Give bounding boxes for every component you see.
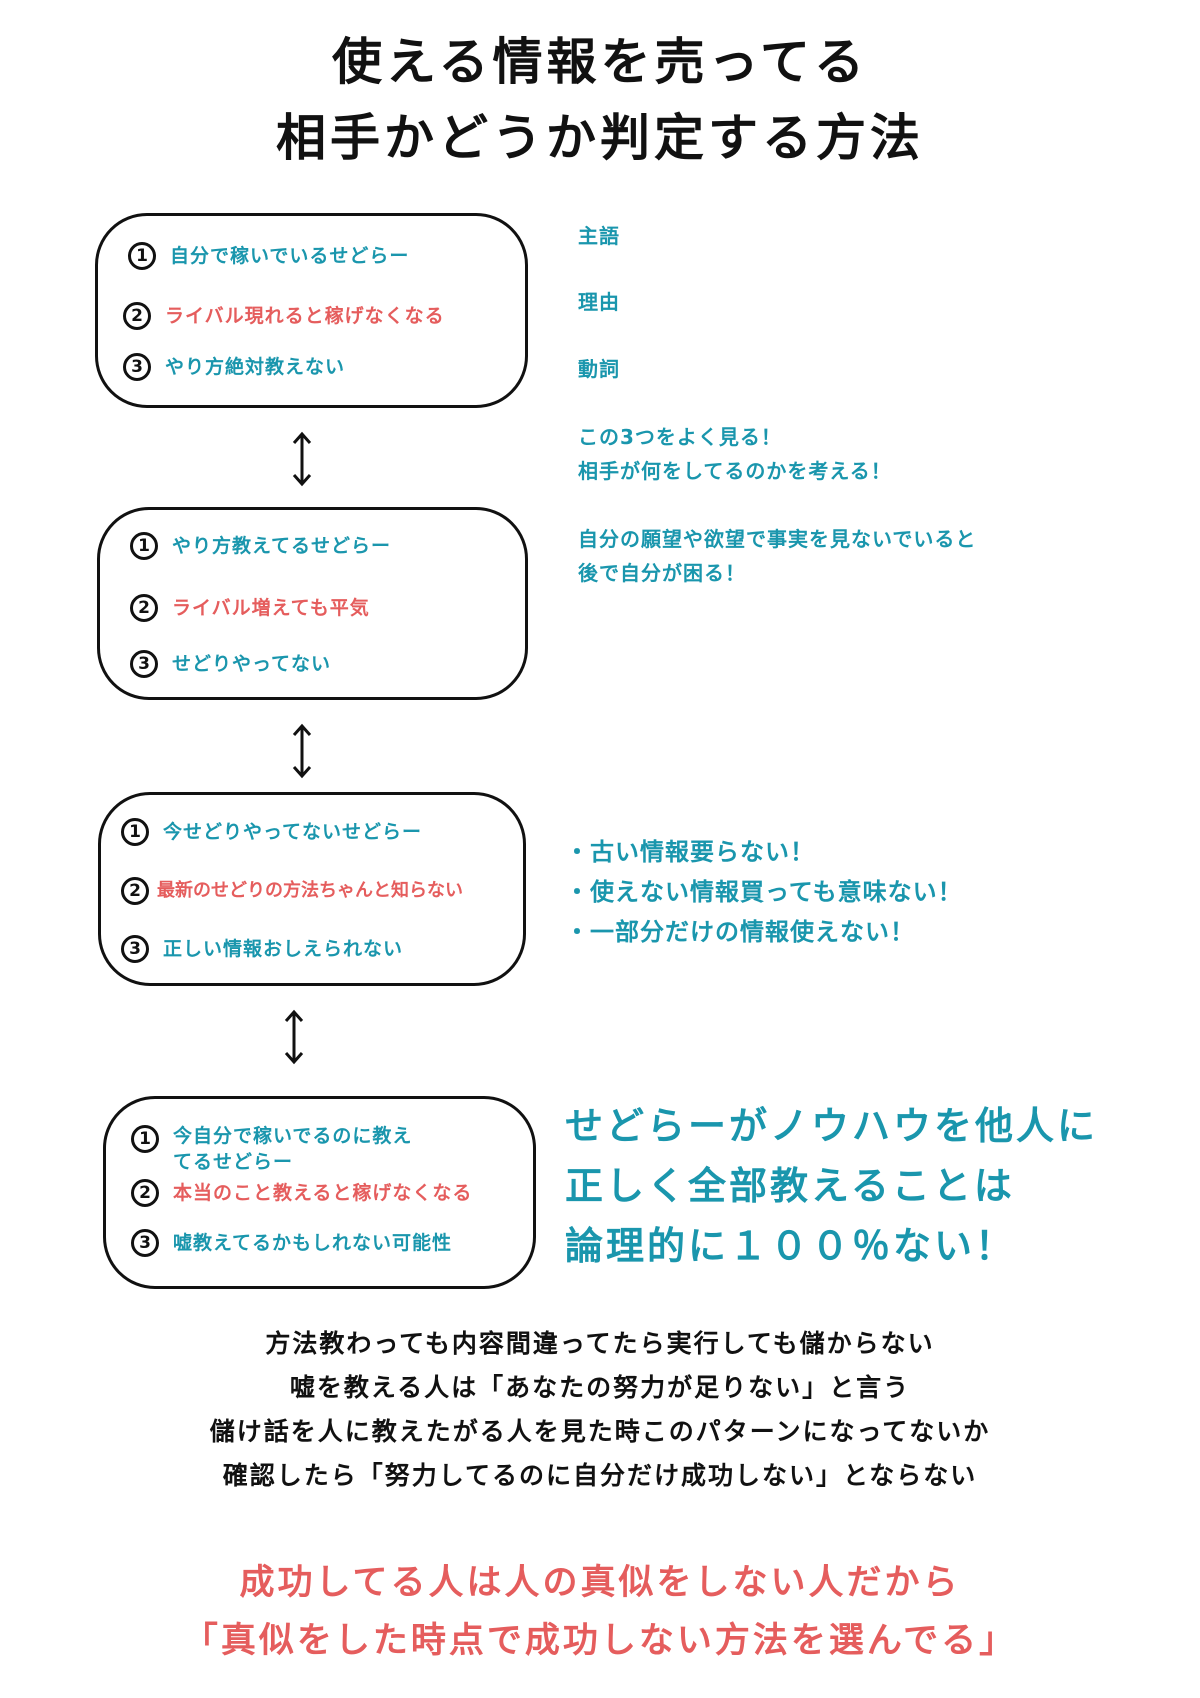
box4-item-3: 3 嘘教えてるかもしれない可能性 xyxy=(131,1229,452,1257)
box2-verb-text: せどりやってない xyxy=(172,653,332,675)
paragraph-line: 確認したら「努力してるのに自分だけ成功しない」とならない xyxy=(222,1461,978,1490)
box4-verb-text: 嘘教えてるかもしれない可能性 xyxy=(173,1232,453,1254)
page-title-line2: 相手かどうか判定する方法 xyxy=(276,109,924,167)
box3-item-3: 3 正しい情報おしえられない xyxy=(121,935,403,963)
number-1-icon: 1 xyxy=(128,242,156,270)
box4-subject-line1: 今自分で稼いでるのに教え xyxy=(173,1125,413,1147)
number-2-icon: 2 xyxy=(130,594,158,622)
number-3-icon: 3 xyxy=(131,1229,159,1257)
number-2-icon: 2 xyxy=(123,302,151,330)
double-arrow-icon xyxy=(292,723,312,779)
big-statement-line1: せどらーがノウハウを他人に xyxy=(565,1104,1099,1148)
box3-item-1: 1 今せどりやってないせどらー xyxy=(121,818,422,846)
conclusion-line1: 成功してる人は人の真似をしない人だから xyxy=(239,1563,961,1603)
note-wish-line2: 後で自分が困る！ xyxy=(578,561,746,585)
box3-item-2: 2 最新のせどりの方法ちゃんと知らない xyxy=(121,877,463,905)
box1-item-2: 2 ライバル現れると稼げなくなる xyxy=(123,302,445,330)
box2-subject-text: やり方教えてるせどらー xyxy=(172,535,392,557)
comparison-box-3: 1 今せどりやってないせどらー 2 最新のせどりの方法ちゃんと知らない 3 正し… xyxy=(98,792,526,986)
big-statement-line3: 論理的に１００％ない！ xyxy=(565,1224,1017,1268)
number-2-icon: 2 xyxy=(131,1179,159,1207)
note-look-line2: 相手が何をしてるのかを考える！ xyxy=(578,459,892,483)
box1-item-1: 1 自分で稼いでいるせどらー xyxy=(128,242,409,270)
number-3-icon: 3 xyxy=(121,935,149,963)
legend-verb: 動詞 xyxy=(578,357,620,381)
legend-subject: 主語 xyxy=(578,224,620,248)
comparison-box-4: 1 今自分で稼いでるのに教え てるせどらー 2 本当のこと教えると稼げなくなる … xyxy=(103,1096,536,1289)
box1-verb-text: やり方絶対教えない xyxy=(165,356,346,378)
box4-subject-line2: てるせどらー xyxy=(173,1151,294,1173)
number-1-icon: 1 xyxy=(130,532,158,560)
note-look-line1: この3つをよく見る！ xyxy=(578,425,782,449)
paragraph-line: 方法教わっても内容間違ってたら実行しても儲からない xyxy=(265,1329,935,1358)
box2-item-2: 2 ライバル増えても平気 xyxy=(130,594,370,622)
bullet-item: ・一部分だけの情報使えない！ xyxy=(565,918,915,946)
comparison-box-2: 1 やり方教えてるせどらー 2 ライバル増えても平気 3 せどりやってない xyxy=(97,507,528,700)
box2-reason-text: ライバル増えても平気 xyxy=(172,597,370,619)
paragraph-line: 儲け話を人に教えたがる人を見た時このパターンになってないか xyxy=(209,1417,991,1446)
note-wish-line1: 自分の願望や欲望で事実を見ないでいると xyxy=(578,527,977,551)
double-arrow-icon xyxy=(284,1009,304,1065)
page-title-line1: 使える情報を売ってる xyxy=(332,33,868,91)
big-statement-line2: 正しく全部教えることは xyxy=(565,1164,1015,1208)
box2-item-1: 1 やり方教えてるせどらー xyxy=(130,532,391,560)
number-3-icon: 3 xyxy=(123,353,151,381)
number-3-icon: 3 xyxy=(130,650,158,678)
box1-subject-text: 自分で稼いでいるせどらー xyxy=(170,245,410,267)
box4-subject-text: 今自分で稼いでるのに教え てるせどらー xyxy=(159,1123,412,1175)
box3-verb-text: 正しい情報おしえられない xyxy=(163,938,404,960)
box1-item-3: 3 やり方絶対教えない xyxy=(123,353,345,381)
legend-reason: 理由 xyxy=(578,290,620,314)
box4-item-1: 1 今自分で稼いでるのに教え てるせどらー xyxy=(131,1123,412,1175)
conclusion-line2: 「真似をした時点で成功しない方法を選んでる」 xyxy=(182,1621,1018,1661)
box4-item-2: 2 本当のこと教えると稼げなくなる xyxy=(131,1179,472,1207)
box3-reason-text: 最新のせどりの方法ちゃんと知らない xyxy=(157,880,463,901)
number-1-icon: 1 xyxy=(131,1125,159,1153)
number-2-icon: 2 xyxy=(121,877,149,905)
box4-reason-text: 本当のこと教えると稼げなくなる xyxy=(173,1182,473,1204)
bullet-item: ・使えない情報買っても意味ない！ xyxy=(565,878,963,906)
box3-subject-text: 今せどりやってないせどらー xyxy=(163,821,423,843)
box2-item-3: 3 せどりやってない xyxy=(130,650,331,678)
box1-reason-text: ライバル現れると稼げなくなる xyxy=(165,305,445,327)
double-arrow-icon xyxy=(292,431,312,487)
number-1-icon: 1 xyxy=(121,818,149,846)
bullet-item: ・古い情報要らない！ xyxy=(565,838,815,866)
paragraph-line: 嘘を教える人は「あなたの努力が足りない」と言う xyxy=(289,1373,911,1402)
comparison-box-1: 1 自分で稼いでいるせどらー 2 ライバル現れると稼げなくなる 3 やり方絶対教… xyxy=(95,213,528,408)
